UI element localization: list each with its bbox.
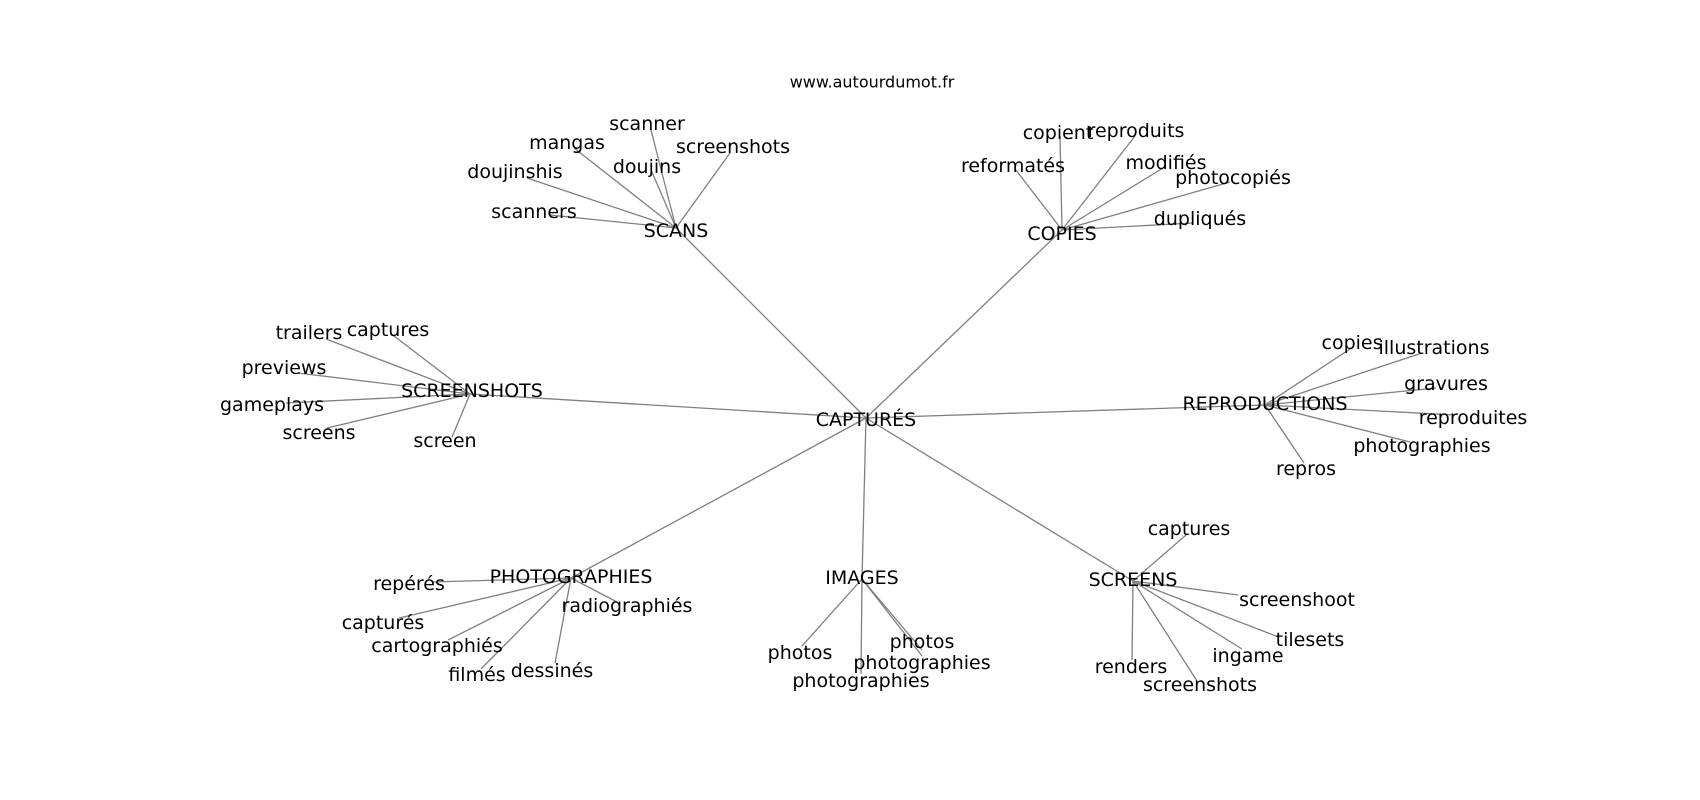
group-node-label: SCREENS xyxy=(1089,569,1178,591)
leaf-node-label: cartographiés xyxy=(371,635,502,657)
leaf-node-label: filmés xyxy=(448,664,505,686)
edge-1-3 xyxy=(1015,169,1063,231)
edge-6-2 xyxy=(1132,580,1277,637)
leaf-node-label: mangas xyxy=(529,132,605,154)
edge-6-0 xyxy=(1132,534,1187,582)
edge-0-4 xyxy=(526,177,677,229)
edge-center-6 xyxy=(865,417,1134,582)
edge-1-2 xyxy=(1061,167,1164,231)
leaf-node-label: screenshots xyxy=(676,136,790,158)
leaf-node-label: photographies xyxy=(792,670,929,692)
leaf-node-label: gameplays xyxy=(220,394,324,416)
edge-4-2 xyxy=(398,577,572,619)
edge-6-5 xyxy=(1132,580,1198,682)
edge-6-1 xyxy=(1132,580,1239,596)
edge-4-5 xyxy=(554,577,572,664)
leaf-node-label: ingame xyxy=(1212,645,1283,667)
leaf-node-label: screen xyxy=(413,430,476,452)
edge-3-1 xyxy=(1264,352,1423,406)
leaf-node-label: capturés xyxy=(342,612,425,634)
site-url: www.autourdumot.fr xyxy=(790,73,955,92)
edge-4-0 xyxy=(431,577,572,583)
edge-1-0 xyxy=(1059,135,1063,231)
edge-3-0 xyxy=(1264,348,1351,406)
edge-1-5 xyxy=(1061,222,1194,231)
leaf-node-label: photocopiés xyxy=(1175,167,1291,189)
leaf-node-label: reproduites xyxy=(1419,407,1528,429)
edge-0-3 xyxy=(651,171,677,229)
leaf-node-label: doujins xyxy=(613,156,681,178)
edge-4-3 xyxy=(447,577,572,641)
edge-center-3 xyxy=(865,404,1266,419)
leaf-node-label: screenshots xyxy=(1143,674,1257,696)
edge-0-0 xyxy=(650,129,677,229)
edge-2-4 xyxy=(326,393,471,429)
group-node-label: IMAGES xyxy=(825,567,898,589)
group-node-label: SCREENSHOTS xyxy=(401,380,543,402)
leaf-node-label: tilesets xyxy=(1276,629,1345,651)
edge-6-4 xyxy=(1131,580,1134,661)
leaf-node-label: repérés xyxy=(373,573,445,595)
group-node-label: COPIES xyxy=(1027,223,1096,245)
leaf-node-label: gravures xyxy=(1404,373,1488,395)
leaf-node-label: scanner xyxy=(609,113,685,135)
edge-0-1 xyxy=(573,147,677,229)
center-node-label: CAPTURÉS xyxy=(816,408,917,431)
edge-5-2 xyxy=(861,578,923,657)
edge-3-4 xyxy=(1264,404,1411,443)
leaf-node-label: photos xyxy=(768,642,833,664)
edge-center-0 xyxy=(675,227,867,419)
leaf-node-label: copient xyxy=(1023,122,1094,144)
group-node-label: REPRODUCTIONS xyxy=(1182,393,1347,415)
edge-2-1 xyxy=(393,335,471,395)
leaf-node-label: captures xyxy=(347,319,430,341)
edge-3-5 xyxy=(1264,404,1305,464)
leaf-node-label: renders xyxy=(1095,656,1168,678)
edge-6-3 xyxy=(1132,580,1243,650)
edges xyxy=(285,129,1456,682)
leaf-node-label: dessinés xyxy=(511,660,593,682)
leaf-node-label: doujinshis xyxy=(467,161,562,183)
edge-2-2 xyxy=(297,372,471,395)
edge-3-3 xyxy=(1264,404,1456,416)
leaf-node-label: scanners xyxy=(491,201,576,223)
leaf-node-label: captures xyxy=(1148,518,1231,540)
leaf-node-label: modifiés xyxy=(1125,152,1206,174)
edge-3-2 xyxy=(1264,387,1437,406)
edge-5-3 xyxy=(860,578,863,675)
leaf-node-label: reformatés xyxy=(961,155,1065,177)
group-node-label: SCANS xyxy=(644,220,709,242)
leaf-node-label: trailers xyxy=(276,322,343,344)
edge-0-5 xyxy=(549,214,677,229)
edge-5-0 xyxy=(801,578,863,647)
edge-center-2 xyxy=(469,393,867,419)
edge-center-5 xyxy=(861,417,867,580)
edge-4-1 xyxy=(570,577,618,603)
leaf-node-label: photos xyxy=(890,631,955,653)
leaf-node-label: copies xyxy=(1322,332,1383,354)
leaf-node-label: reproduits xyxy=(1088,120,1185,142)
leaf-node-label: dupliqués xyxy=(1154,208,1246,230)
leaf-node-label: previews xyxy=(242,357,327,379)
edge-1-4 xyxy=(1061,181,1231,231)
edge-1-1 xyxy=(1061,135,1136,231)
leaf-node-label: illustrations xyxy=(1379,337,1490,359)
group-node-label: PHOTOGRAPHIES xyxy=(490,566,653,588)
edge-2-3 xyxy=(285,393,471,404)
edge-4-4 xyxy=(480,577,572,670)
leaf-node-label: repros xyxy=(1276,458,1336,480)
edge-0-2 xyxy=(675,152,731,229)
leaf-node-label: screenshoot xyxy=(1239,589,1355,611)
leaf-node-label: screens xyxy=(282,422,355,444)
edge-2-0 xyxy=(325,338,471,395)
edge-center-1 xyxy=(865,229,1063,419)
leaf-node-label: photographies xyxy=(853,652,990,674)
leaf-node-label: radiographiés xyxy=(562,595,693,617)
edge-center-4 xyxy=(570,417,867,579)
leaf-node-label: photographies xyxy=(1353,435,1490,457)
edge-2-5 xyxy=(451,393,471,438)
